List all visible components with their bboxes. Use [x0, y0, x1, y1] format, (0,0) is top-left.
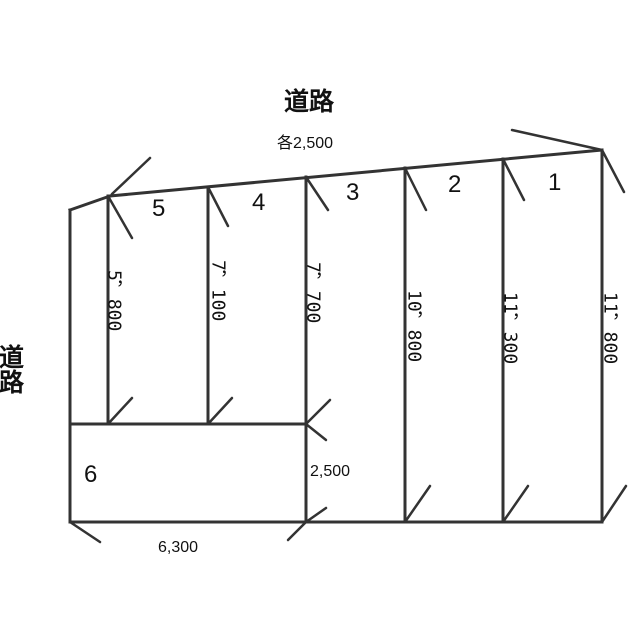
- lot6-depth: 2,500: [310, 463, 350, 480]
- lot5-depth: 5，800: [104, 270, 125, 331]
- road-label-top: 道路: [284, 87, 335, 116]
- lot-number-3: 3: [346, 179, 359, 206]
- lot2-depth: 10，800: [404, 290, 425, 362]
- lot1-left-depth: 11，300: [500, 292, 521, 364]
- lot-number-6: 6: [84, 461, 97, 488]
- lot3-depth: 7，700: [303, 262, 324, 323]
- road-label-left: 道路: [0, 343, 25, 394]
- site-boundary: [68, 148, 604, 524]
- dimension-ticks: [68, 128, 628, 544]
- lot-number-1: 1: [548, 169, 561, 196]
- lot6-width: 6,300: [158, 539, 198, 556]
- lot-number-2: 2: [448, 171, 461, 198]
- lot1-right-depth: 11，800: [600, 292, 621, 364]
- frontage-dimension: 各2,500: [277, 134, 333, 152]
- lot-number-4: 4: [252, 189, 265, 216]
- lot4-depth: 7，100: [208, 260, 229, 321]
- lot-number-5: 5: [152, 195, 165, 222]
